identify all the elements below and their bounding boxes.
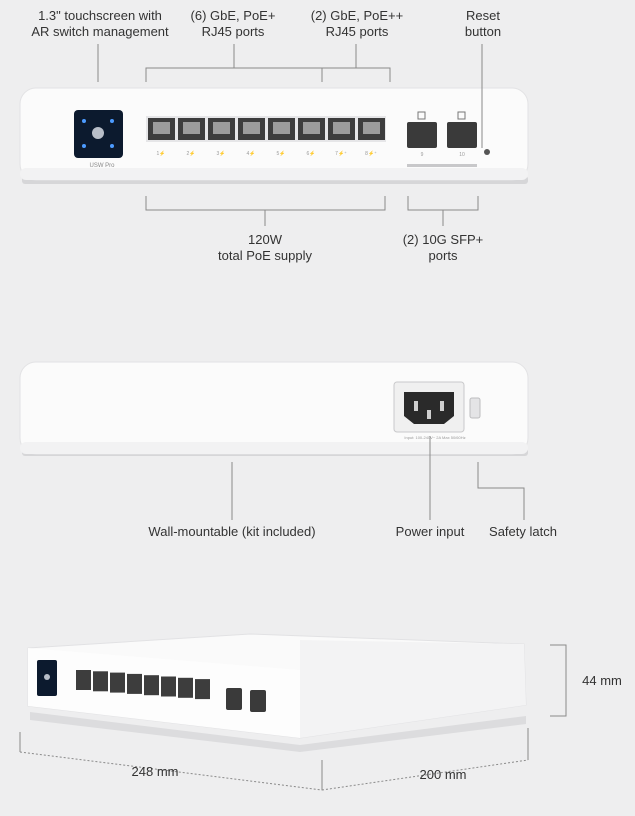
power-input-callout: Power input (395, 524, 465, 539)
safety-latch (469, 397, 481, 419)
rj45-port-contacts (213, 122, 230, 134)
sfp-port-label: 10 (459, 152, 465, 158)
sfp-callout: (2) 10G SFP+ ports (402, 232, 484, 263)
back-device-drawing (19, 361, 529, 520)
reset-button (484, 149, 490, 155)
rj45-port-contacts (273, 122, 290, 134)
wall-mount-callout: Wall-mountable (kit included) (148, 524, 316, 539)
front-device-drawing: 1⚡ 2⚡ 3⚡ 4⚡ 5⚡ 6⚡ 7⚡⁺ 8⚡⁺ 9 10 (19, 44, 529, 226)
perspective-rj45-port (93, 671, 108, 692)
poe-plus-callout: (6) GbE, PoE+ RJ45 ports (190, 8, 276, 39)
rj45-port-label: 3⚡ (216, 150, 225, 157)
perspective-rj45-port (195, 679, 210, 700)
reset-button-callout: Reset button (464, 8, 502, 39)
rj45-port-label: 4⚡ (246, 150, 255, 157)
rj45-port-contacts (183, 122, 200, 134)
width-dimension: 248 mm (131, 764, 179, 779)
depth-dimension: 200 mm (419, 767, 467, 782)
perspective-rj45-port (144, 675, 159, 696)
poe-supply-callout: 120W total PoE supply (218, 232, 312, 263)
rj45-port-label: 5⚡ (276, 150, 285, 157)
rj45-port-label: 1⚡ (156, 150, 165, 157)
rj45-port-contacts (243, 122, 260, 134)
rj45-port-label: 8⚡⁺ (365, 150, 377, 157)
poe-plus-plus-callout: (2) GbE, PoE++ RJ45 ports (310, 8, 404, 39)
touchscreen-callout: 1.3" touchscreen with AR switch manageme… (31, 8, 169, 39)
height-dimension: 44 mm (582, 673, 622, 688)
model-badge: USW Pro (89, 163, 115, 169)
perspective-rj45-port (76, 670, 91, 690)
rj45-port-contacts (153, 122, 170, 134)
sfp-port-label: 9 (421, 152, 424, 158)
perspective-rj45-port (110, 672, 125, 693)
rj45-port-label: 7⚡⁺ (335, 150, 347, 157)
perspective-rj45-port (178, 677, 193, 698)
power-rating: Input: 100-240V~ 2A Max 50/60Hz (404, 435, 466, 440)
sfp-port-10 (447, 122, 477, 148)
rj45-port-contacts (363, 122, 380, 134)
rj45-port-contacts (303, 122, 320, 134)
rj45-port-label: 2⚡ (186, 150, 195, 157)
perspective-rj45-port (127, 673, 142, 694)
sfp-port-9 (407, 122, 437, 148)
perspective-rj45-port (161, 676, 176, 697)
safety-latch-callout: Safety latch (489, 524, 557, 539)
rj45-port-label: 6⚡ (306, 150, 315, 157)
rj45-port-contacts (333, 122, 350, 134)
